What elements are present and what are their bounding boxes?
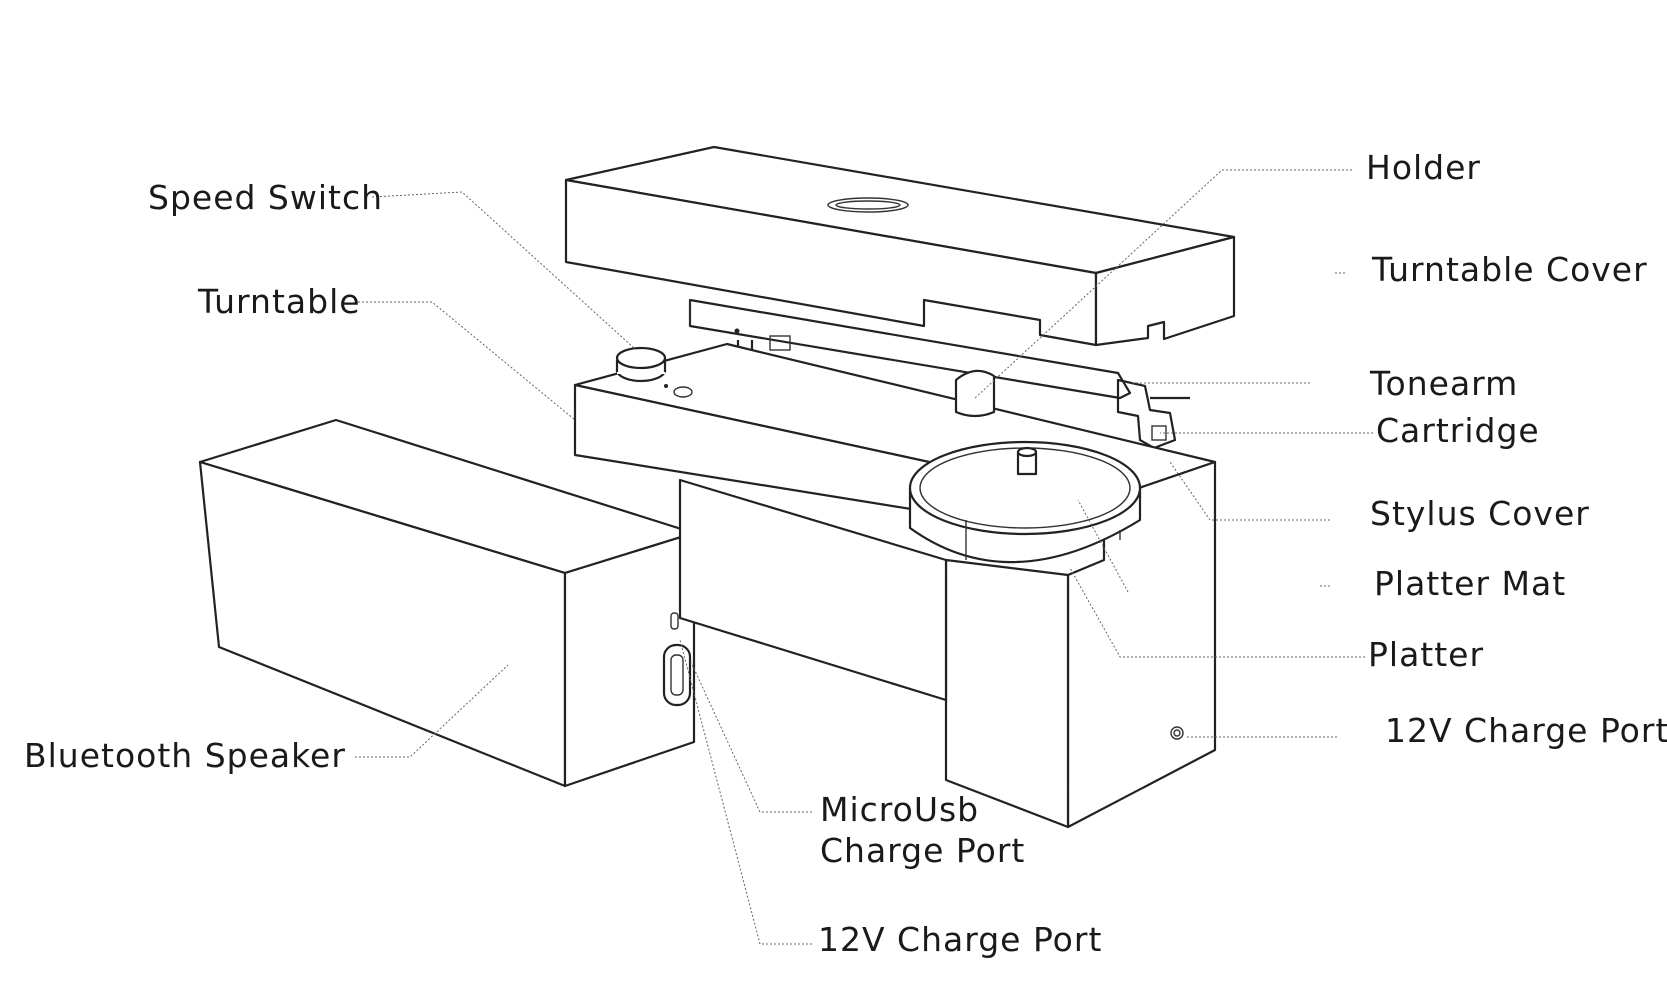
label-cartridge: Cartridge <box>1376 411 1540 450</box>
label-speed-switch: Speed Switch <box>148 178 384 217</box>
leader-microusb <box>689 659 812 813</box>
leader-platter <box>1069 567 1365 658</box>
label-bluetooth-speaker: Bluetooth Speaker <box>24 736 346 775</box>
turntable-cover-part <box>564 145 1236 347</box>
label-12v-charge-port-right: 12V Charge Port <box>1385 711 1667 750</box>
leader-turntable <box>358 301 576 421</box>
label-tonearm: Tonearm <box>1370 364 1519 403</box>
label-holder: Holder <box>1366 148 1481 187</box>
leader-bluetooth-speaker <box>355 664 509 758</box>
label-platter-mat: Platter Mat <box>1374 564 1567 603</box>
leader-speed-switch <box>371 191 635 349</box>
holder-part <box>954 369 996 418</box>
leader-platter-mat <box>1077 499 1129 593</box>
label-platter: Platter <box>1368 635 1485 674</box>
tonearm-part <box>688 298 1190 450</box>
bluetooth-speaker-part <box>198 418 696 788</box>
label-turntable: Turntable <box>198 282 361 321</box>
label-microusb-line1: MicroUsb <box>820 790 980 829</box>
label-stylus-cover: Stylus Cover <box>1370 494 1590 533</box>
label-microusb-line2: Charge Port <box>820 831 1026 870</box>
platter-part <box>908 440 1142 564</box>
leader-lines <box>355 169 1373 945</box>
leader-12v-charge-port-bottom <box>679 639 812 945</box>
leader-stylus-cover <box>1169 461 1330 521</box>
leader-holder <box>974 169 1352 399</box>
label-12v-charge-port-bottom: 12V Charge Port <box>818 920 1103 959</box>
label-turntable-cover: Turntable Cover <box>1372 250 1648 289</box>
